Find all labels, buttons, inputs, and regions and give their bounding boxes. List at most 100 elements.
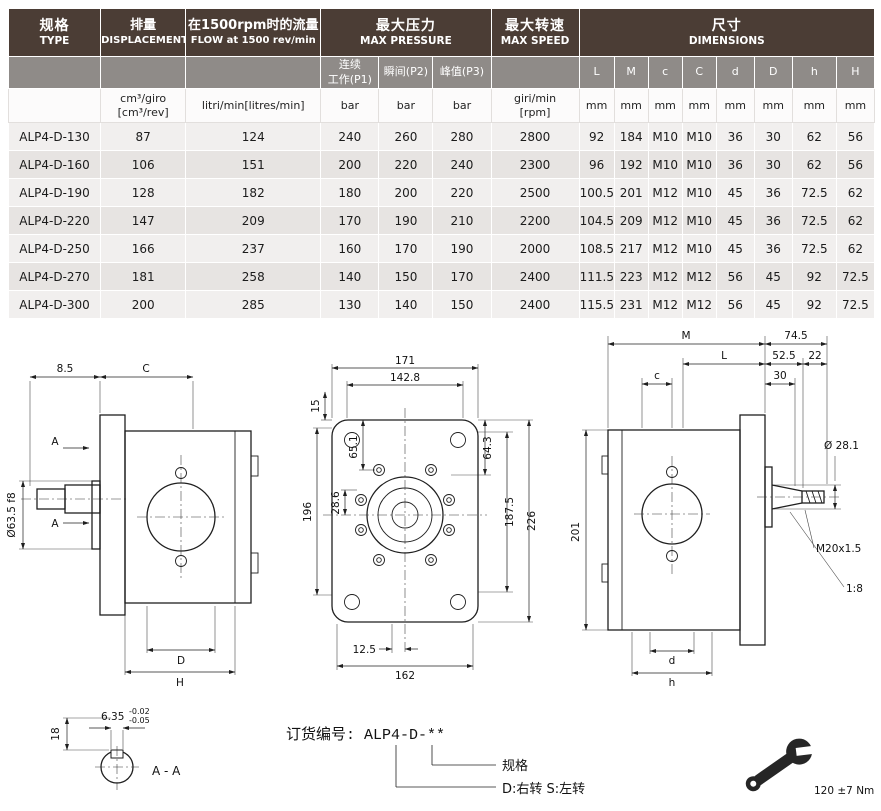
table-cell: M10 bbox=[681, 206, 717, 235]
table-cell: 170 bbox=[320, 206, 380, 235]
table-cell: 62 bbox=[835, 234, 876, 263]
unit-displacement-line1: cm³/giro bbox=[120, 91, 167, 105]
table-cell: 258 bbox=[185, 262, 322, 291]
table-cell: 223 bbox=[613, 262, 649, 291]
table-cell: ALP4-D-250 bbox=[7, 234, 102, 263]
subheader-dim-C: C bbox=[681, 56, 717, 89]
table-cell: ALP4-D-190 bbox=[7, 178, 102, 207]
table-cell: 210 bbox=[432, 206, 492, 235]
table-cell: 62 bbox=[835, 206, 876, 235]
dim-label-M: M bbox=[681, 330, 690, 342]
table-cell: 56 bbox=[835, 150, 876, 179]
subheader-dim-d: d bbox=[715, 56, 755, 89]
table-cell: M10 bbox=[647, 122, 683, 151]
header-pressure-zh: 最大压力 bbox=[375, 17, 436, 34]
dim-label-65-1: 65.1 bbox=[348, 435, 360, 458]
subheader-empty-displacement bbox=[100, 56, 187, 89]
dim-label-C: C bbox=[142, 363, 149, 375]
ordering-info: 订货编号: ALP4-D-** 规格 D:右转 S:左转 bbox=[286, 726, 585, 797]
dim-label-d: d bbox=[669, 655, 676, 667]
table-cell: 201 bbox=[613, 178, 649, 207]
table-cell: 36 bbox=[753, 234, 793, 263]
header-flow-zh: 在1500rpm时的流量 bbox=[188, 17, 319, 33]
unit-mm-D: mm bbox=[753, 88, 793, 123]
table-cell: 217 bbox=[613, 234, 649, 263]
subheader-dim-M: M bbox=[613, 56, 649, 89]
unit-displacement-line2: [cm³/rev] bbox=[117, 105, 169, 119]
header-max-pressure: 最大压力 MAX PRESSURE bbox=[320, 8, 492, 57]
table-cell: 92 bbox=[791, 262, 837, 291]
table-cell: 150 bbox=[432, 290, 492, 319]
header-displacement: 排量 DISPLACEMENT bbox=[100, 8, 187, 57]
table-cell: 160 bbox=[320, 234, 380, 263]
section-title: A - A bbox=[152, 764, 181, 778]
dim-label-L: L bbox=[721, 350, 727, 362]
table-cell: 140 bbox=[378, 290, 434, 319]
unit-displacement: cm³/giro [cm³/rev] bbox=[100, 88, 187, 123]
table-cell: 209 bbox=[613, 206, 649, 235]
table-cell: ALP4-D-270 bbox=[7, 262, 102, 291]
table-cell: 56 bbox=[715, 290, 755, 319]
table-cell: 220 bbox=[432, 178, 492, 207]
dim-label-74-5: 74.5 bbox=[784, 330, 807, 342]
unit-mm-L: mm bbox=[578, 88, 615, 123]
table-cell: 280 bbox=[432, 122, 492, 151]
table-cell: 45 bbox=[715, 234, 755, 263]
dim-label-18: 18 bbox=[50, 727, 62, 740]
table-cell: 111.5 bbox=[578, 262, 615, 291]
table-cell: M12 bbox=[681, 262, 717, 291]
tolerance-lower: -0.05 bbox=[129, 716, 150, 725]
taper-label-1-8: 1:8 bbox=[846, 583, 863, 595]
table-units-row: cm³/giro [cm³/rev] litri/min[litres/min]… bbox=[7, 88, 876, 123]
dim-label-c: c bbox=[654, 370, 660, 382]
subheader-dim-L: L bbox=[578, 56, 615, 89]
dimension-lines bbox=[63, 717, 145, 751]
unit-speed: giri/min [rpm] bbox=[490, 88, 580, 123]
table-cell: 36 bbox=[715, 150, 755, 179]
unit-speed-line1: giri/min bbox=[514, 91, 557, 105]
table-subheader-row: 连续 工作(P1) 瞬间(P2) 峰值(P3) L M c C d D h H bbox=[7, 56, 876, 89]
table-cell: 45 bbox=[715, 206, 755, 235]
table-cell: M12 bbox=[647, 290, 683, 319]
drawing-side-view-right: M 74.5 L 52.5 22 c 30 Ø 28.1 201 M20x1.5… bbox=[570, 330, 863, 689]
dim-label-12-5: 12.5 bbox=[353, 644, 376, 656]
table-cell: M12 bbox=[647, 234, 683, 263]
table-cell: 285 bbox=[185, 290, 322, 319]
dim-label-6-35: 6.35 bbox=[101, 711, 124, 723]
subheader-p1: 连续 工作(P1) bbox=[320, 56, 380, 89]
order-code-connectors bbox=[395, 745, 496, 788]
table-cell: 231 bbox=[613, 290, 649, 319]
table-cell: 128 bbox=[100, 178, 187, 207]
dim-label-201: 201 bbox=[570, 522, 582, 542]
table-cell: 170 bbox=[378, 234, 434, 263]
table-cell: 166 bbox=[100, 234, 187, 263]
table-cell: 104.5 bbox=[578, 206, 615, 235]
table-cell: 62 bbox=[791, 122, 837, 151]
unit-bar-p1: bar bbox=[320, 88, 380, 123]
unit-mm-d: mm bbox=[715, 88, 755, 123]
drawing-front-view: 171 142.8 15 65.1 28.6 196 64.3 187.5 22… bbox=[302, 355, 538, 682]
table-cell: 2800 bbox=[490, 122, 580, 151]
table-cell: 240 bbox=[320, 122, 380, 151]
table-cell: 200 bbox=[100, 290, 187, 319]
table-cell: 72.5 bbox=[835, 290, 876, 319]
table-cell: 30 bbox=[753, 122, 793, 151]
header-pressure-en: MAX PRESSURE bbox=[360, 34, 452, 47]
header-speed-en: MAX SPEED bbox=[500, 34, 570, 47]
pump-outline bbox=[601, 414, 840, 646]
table-cell: 30 bbox=[753, 150, 793, 179]
unit-flow: litri/min[litres/min] bbox=[185, 88, 322, 123]
unit-mm-M: mm bbox=[613, 88, 649, 123]
table-cell: 56 bbox=[715, 262, 755, 291]
table-cell: 150 bbox=[378, 262, 434, 291]
header-dimensions: 尺寸 DIMENSIONS bbox=[578, 8, 876, 57]
dim-label-22: 22 bbox=[808, 350, 821, 362]
table-cell: 2500 bbox=[490, 178, 580, 207]
subheader-empty-flow bbox=[185, 56, 322, 89]
dim-label-h: h bbox=[669, 677, 676, 689]
shaft-section-outline bbox=[95, 746, 139, 790]
table-cell: 237 bbox=[185, 234, 322, 263]
